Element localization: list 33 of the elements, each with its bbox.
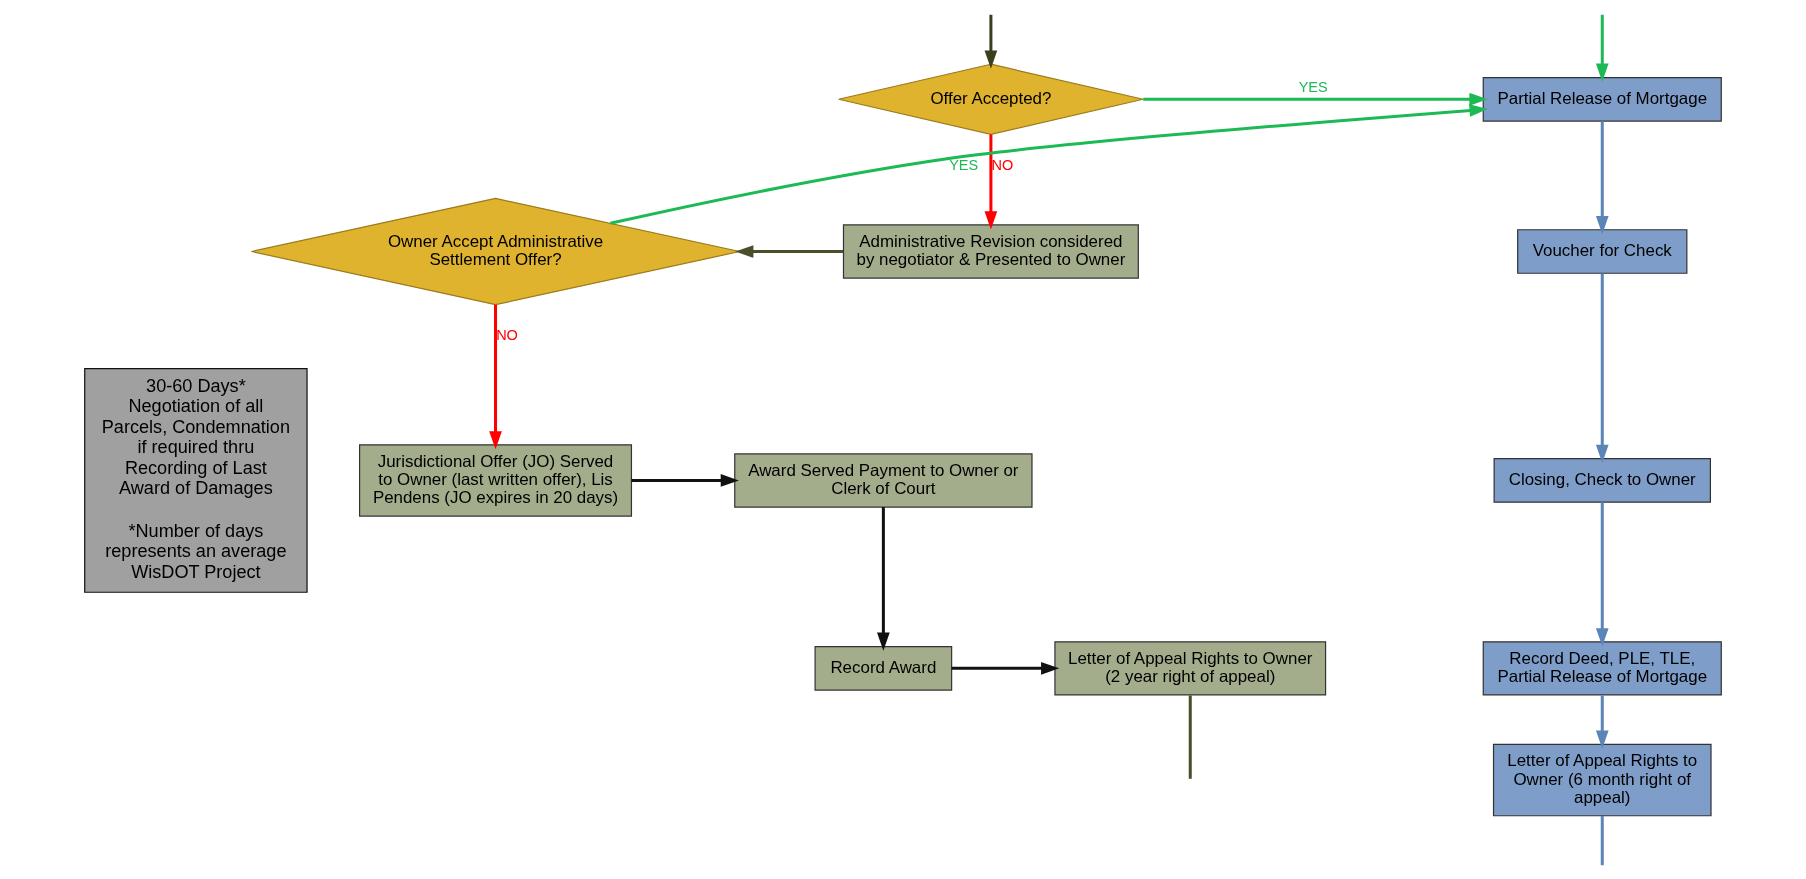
arrow bbox=[489, 304, 502, 449]
node-box: Letter of Appeal Rights to Owner (6 month right of appeal) bbox=[1492, 743, 1712, 816]
node-box: Administrative Revision considered by negotiator & Presented to Owner bbox=[842, 223, 1139, 279]
node-box: Letter of Appeal Rights to Owner (2 year right of appeal) bbox=[1054, 640, 1327, 696]
arrow bbox=[1595, 273, 1609, 463]
node-box: Partial Release of Mortgage bbox=[1482, 76, 1722, 122]
arrow bbox=[877, 506, 890, 651]
arrow bbox=[984, 134, 998, 229]
arrow bbox=[984, 14, 998, 69]
edge-label: NO bbox=[496, 326, 518, 343]
arrow bbox=[951, 661, 1060, 675]
arrow bbox=[1595, 695, 1609, 749]
node-box: 30-60 Days* Negotiation of all Parcels, Condemnation if required thru Recording of Last Award of Damages *Number of days represents an average WisDOT Project bbox=[84, 367, 308, 593]
node-box: Jurisdictional Offer (JO) Served to Owner (last written offer), Lis Pendens (JO expires in 20 days) bbox=[359, 443, 633, 517]
node-box: Record Deed, PLE, TLE, Partial Release of Mortgage bbox=[1482, 640, 1722, 696]
node-box: Record Award bbox=[814, 645, 953, 691]
node-box: Closing, Check to Owner bbox=[1493, 457, 1711, 503]
node-box: Voucher for Check bbox=[1517, 228, 1688, 274]
arrow bbox=[735, 244, 844, 258]
node-diamond: Owner Accept Administrative Settlement Offer? bbox=[250, 197, 741, 305]
connector bbox=[1188, 695, 1192, 779]
edge-label: NO bbox=[991, 156, 1014, 173]
arrow bbox=[1143, 92, 1488, 106]
arrow bbox=[1595, 120, 1609, 234]
node-diamond: Offer Accepted? bbox=[838, 63, 1144, 135]
arrow bbox=[631, 473, 739, 487]
arrow bbox=[1595, 14, 1609, 82]
edge-label: YES bbox=[949, 156, 979, 173]
arrow bbox=[610, 103, 1488, 225]
connector bbox=[1600, 815, 1604, 865]
edge-label: YES bbox=[1298, 78, 1328, 95]
node-box: Award Served Payment to Owner or Clerk of Court bbox=[734, 452, 1033, 508]
arrow bbox=[1595, 501, 1609, 646]
